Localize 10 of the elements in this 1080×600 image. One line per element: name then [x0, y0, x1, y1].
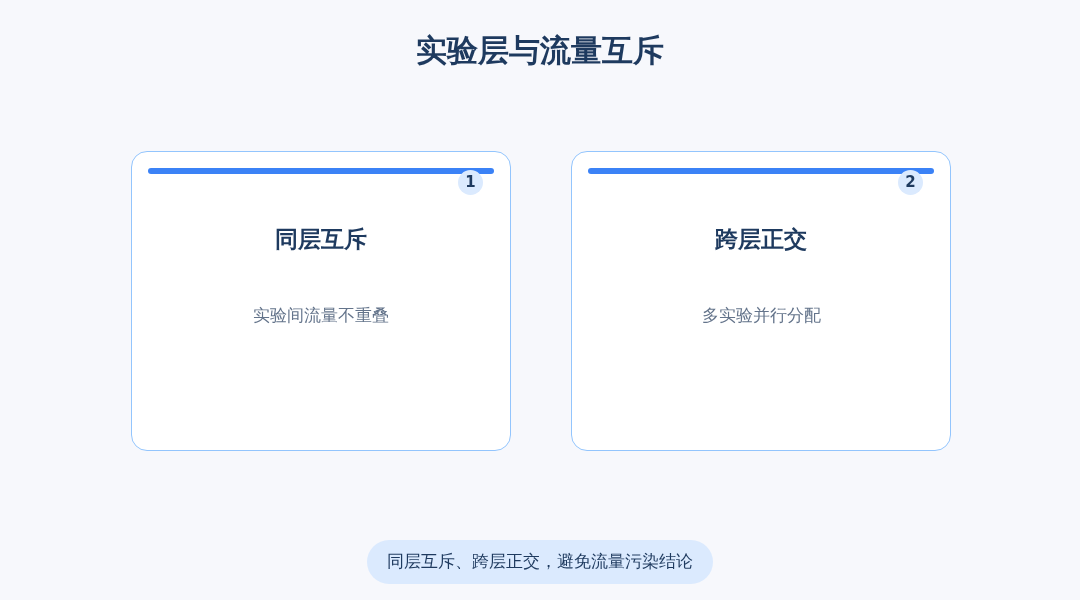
- card-title: 同层互斥: [275, 225, 367, 254]
- card-description: 实验间流量不重叠: [253, 304, 389, 327]
- diagram-title: 实验层与流量互斥: [416, 31, 664, 70]
- callout-number: 2: [898, 170, 923, 195]
- card: [131, 151, 511, 451]
- card: [571, 151, 951, 451]
- callout-number: 1: [458, 170, 483, 195]
- card-title: 跨层正交: [715, 225, 807, 254]
- caption-pill: 同层互斥、跨层正交，避免流量污染结论: [367, 540, 713, 584]
- card-description: 多实验并行分配: [701, 304, 821, 327]
